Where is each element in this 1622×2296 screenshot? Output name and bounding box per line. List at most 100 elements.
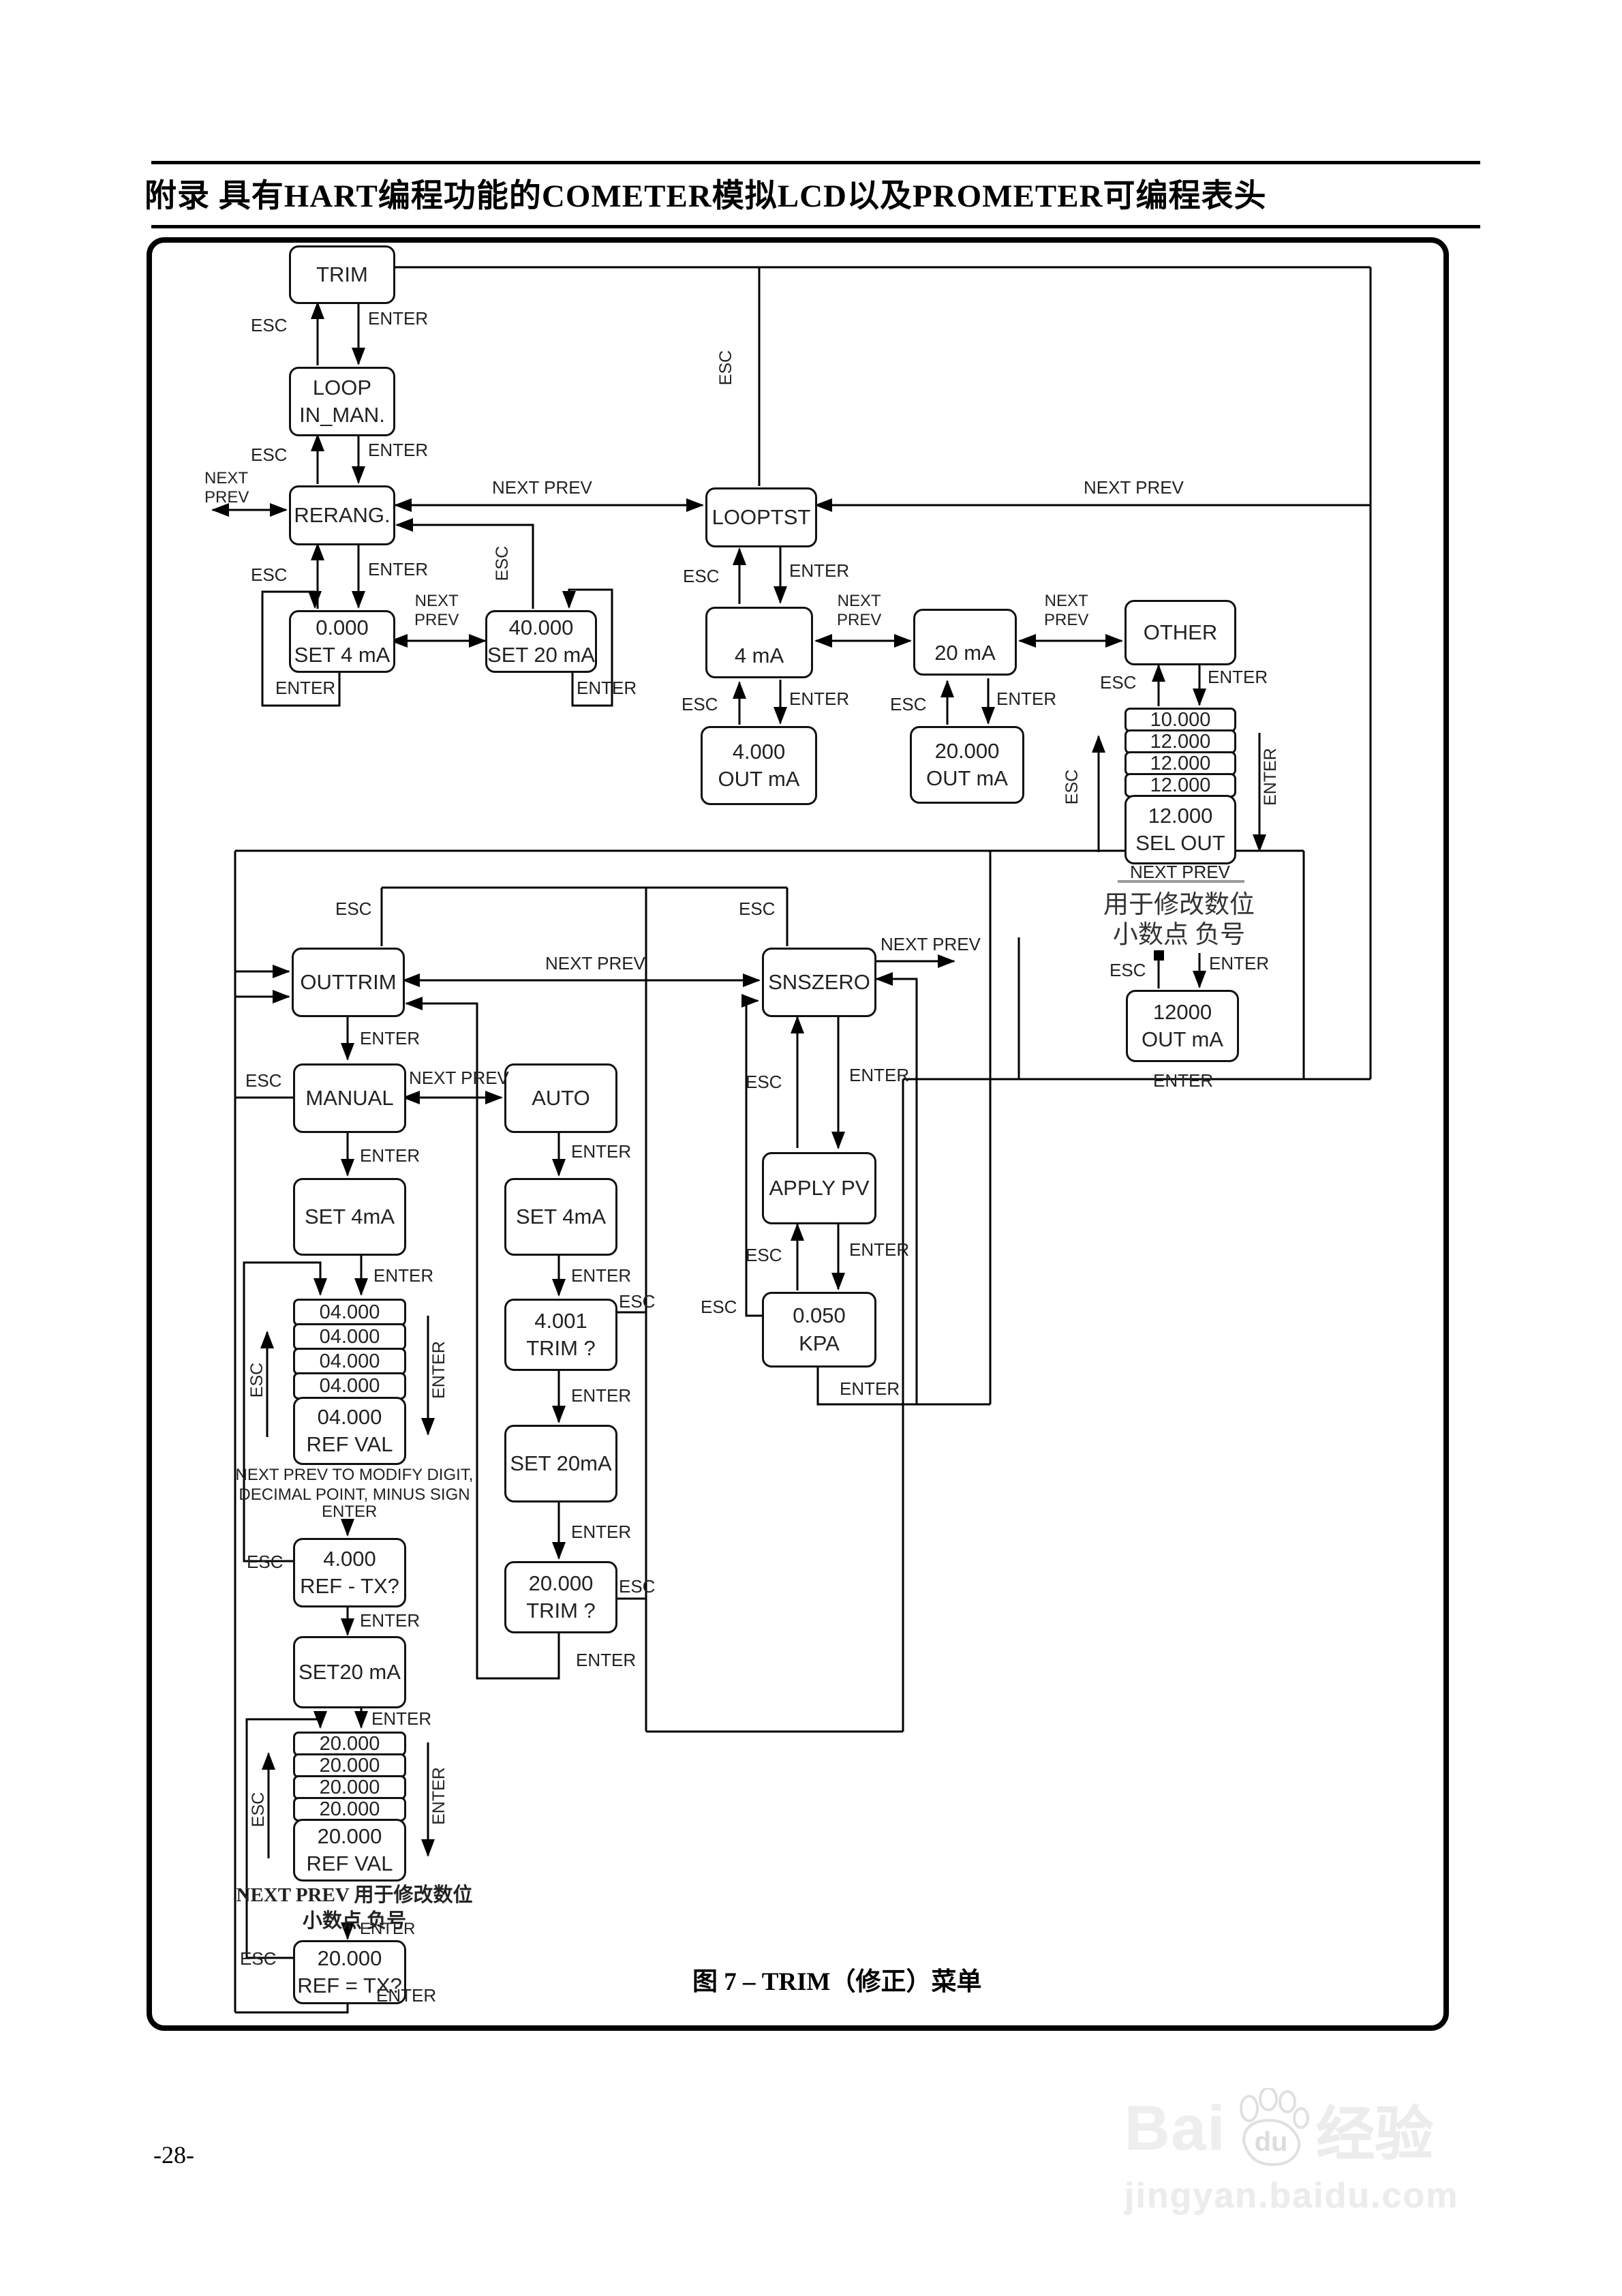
enter-label: ENTER (429, 1341, 448, 1399)
node-label: 4.001 (534, 1308, 587, 1333)
esc-label: ESC (746, 1245, 782, 1265)
next-label: NEXT (414, 592, 459, 610)
node-auto: AUTO (504, 1063, 617, 1133)
baidu-paw-icon: du (1230, 2086, 1312, 2170)
prev-label: PREV (414, 610, 459, 629)
node-label: OTHER (1143, 620, 1218, 644)
header-rule-bottom (151, 225, 1480, 228)
esc-label: ESC (739, 898, 776, 919)
node-apply-pv: APPLY PV (762, 1152, 876, 1224)
node-label: TRIM ? (526, 1599, 596, 1622)
node-set4ma-manual: SET 4mA (293, 1178, 406, 1256)
node-label: 4.000 (323, 1546, 376, 1571)
node-label: KPA (799, 1331, 840, 1355)
enter-label: ENTER (368, 308, 429, 329)
node-sel-out: 12.000 SEL OUT (1124, 795, 1236, 864)
enter-label: ENTER (322, 1502, 378, 1521)
next-label: NEXT (837, 592, 881, 610)
next-label: NEXT (204, 469, 249, 487)
node-label: REF = TX? (297, 1974, 402, 1997)
esc-label: ESC (683, 566, 720, 586)
struck-text-remnant (1118, 880, 1244, 883)
enter-label: ENTER (849, 1239, 910, 1260)
enter-label: ENTER (849, 1065, 910, 1085)
enter-label: ENTER (996, 689, 1057, 709)
watermark-url: jingyan.baidu.com (1124, 2176, 1459, 2216)
stack-value: 04.000 (319, 1374, 380, 1397)
header-rule-top (151, 161, 1480, 164)
node-refval-20: 20.000 REF VAL (293, 1819, 406, 1882)
esc-label: ESC (493, 545, 512, 581)
enter-label: ENTER (789, 560, 850, 581)
esc-label: ESC (1062, 769, 1082, 805)
node-set20ma-bottom: SET20 mA (293, 1636, 406, 1708)
ref-stack20-row: 20.000 (293, 1732, 406, 1756)
enter-label: ENTER (429, 1767, 448, 1825)
enter-label: ENTER (1260, 748, 1280, 806)
node-label: REF VAL (306, 1432, 393, 1456)
node-kpa: 0.050 KPA (762, 1292, 876, 1368)
node-label: SET 4 mA (294, 643, 391, 667)
node-label: 20.000 (317, 1946, 382, 1970)
esc-label: ESC (619, 1291, 656, 1312)
stack-value: 20.000 (319, 1732, 380, 1755)
node-label: 4.000 (732, 739, 786, 764)
esc-label: ESC (249, 1792, 269, 1828)
next-label: NEXT (1044, 592, 1088, 610)
esc-label: ESC (1110, 960, 1146, 980)
node-label: SET 20 mA (487, 643, 595, 667)
ref-stack4-row: 04.000 (293, 1348, 406, 1375)
note-line: NEXT PREV TO MODIFY DIGIT, (235, 1466, 474, 1484)
esc-label: ESC (240, 1948, 277, 1969)
next-prev-label: NEXT PREV (409, 1068, 509, 1088)
node-label: 0.050 (793, 1303, 846, 1328)
esc-label: ESC (746, 1072, 782, 1092)
stack-value: 12.000 (1150, 774, 1211, 796)
ref-stack4-row: 04.000 (293, 1323, 406, 1350)
enter-label: ENTER (571, 1265, 632, 1286)
figure-caption: 图 7 – TRIM（修正）菜单 (692, 1968, 982, 1996)
esc-label: ESC (251, 564, 288, 585)
enter-label: ENTER (275, 678, 336, 698)
enter-label: ENTER (571, 1385, 632, 1406)
node-trim-20000: 20.000 TRIM ? (504, 1561, 617, 1633)
node-label: APPLY PV (769, 1175, 870, 1200)
node-label: IN_MAN. (299, 403, 385, 427)
node-ref-minus-tx: 4.000 REF - TX? (293, 1538, 406, 1607)
stack-value: 04.000 (319, 1350, 380, 1372)
node-out-4: 4.000 OUT mA (701, 726, 817, 805)
enter-label: ENTER (1209, 953, 1270, 973)
node-trim: TRIM (289, 245, 395, 304)
stack-value: 12.000 (1150, 730, 1211, 753)
node-20ma: 20 mA (913, 609, 1017, 676)
node-label: OUT mA (1142, 1027, 1223, 1051)
next-prev-label: NEXT PREV (492, 477, 592, 498)
next-prev-label: NEXT PREV (545, 953, 645, 973)
node-manual: MANUAL (293, 1063, 406, 1133)
ref-stack4-row: 04.000 (293, 1299, 406, 1326)
node-label: REF - TX? (300, 1574, 399, 1598)
node-rerang: RERANG. (289, 485, 395, 545)
prev-label: PREV (204, 487, 249, 507)
node-label: SET20 mA (299, 1659, 401, 1684)
enter-label: ENTER (1153, 1070, 1214, 1091)
node-snszero: SNSZERO (762, 948, 876, 1017)
node-label: LOOPTST (711, 504, 811, 529)
sel-stack-row: 12.000 (1124, 729, 1236, 754)
node-label: 12000 (1152, 999, 1212, 1024)
node-refval-4: 04.000 REF VAL (293, 1397, 406, 1465)
enter-label: ENTER (360, 1920, 416, 1938)
next-prev-label: NEXT PREV (1084, 477, 1184, 498)
next-prev-label: NEXT PREV (881, 934, 981, 954)
node-label: 0.000 (316, 615, 369, 639)
esc-label: ESC (619, 1576, 656, 1597)
node-label: TRIM (316, 262, 368, 286)
node-outtrim: OUTTRIM (292, 948, 405, 1017)
node-loop-inman: LOOP IN_MAN. (289, 367, 395, 436)
node-label: 12.000 (1148, 803, 1213, 828)
node-4ma: 4 mA (705, 607, 813, 678)
node-set4ma-auto: SET 4mA (504, 1178, 617, 1256)
ref-stack4-row: 04.000 (293, 1372, 406, 1400)
esc-label: ESC (251, 315, 288, 335)
